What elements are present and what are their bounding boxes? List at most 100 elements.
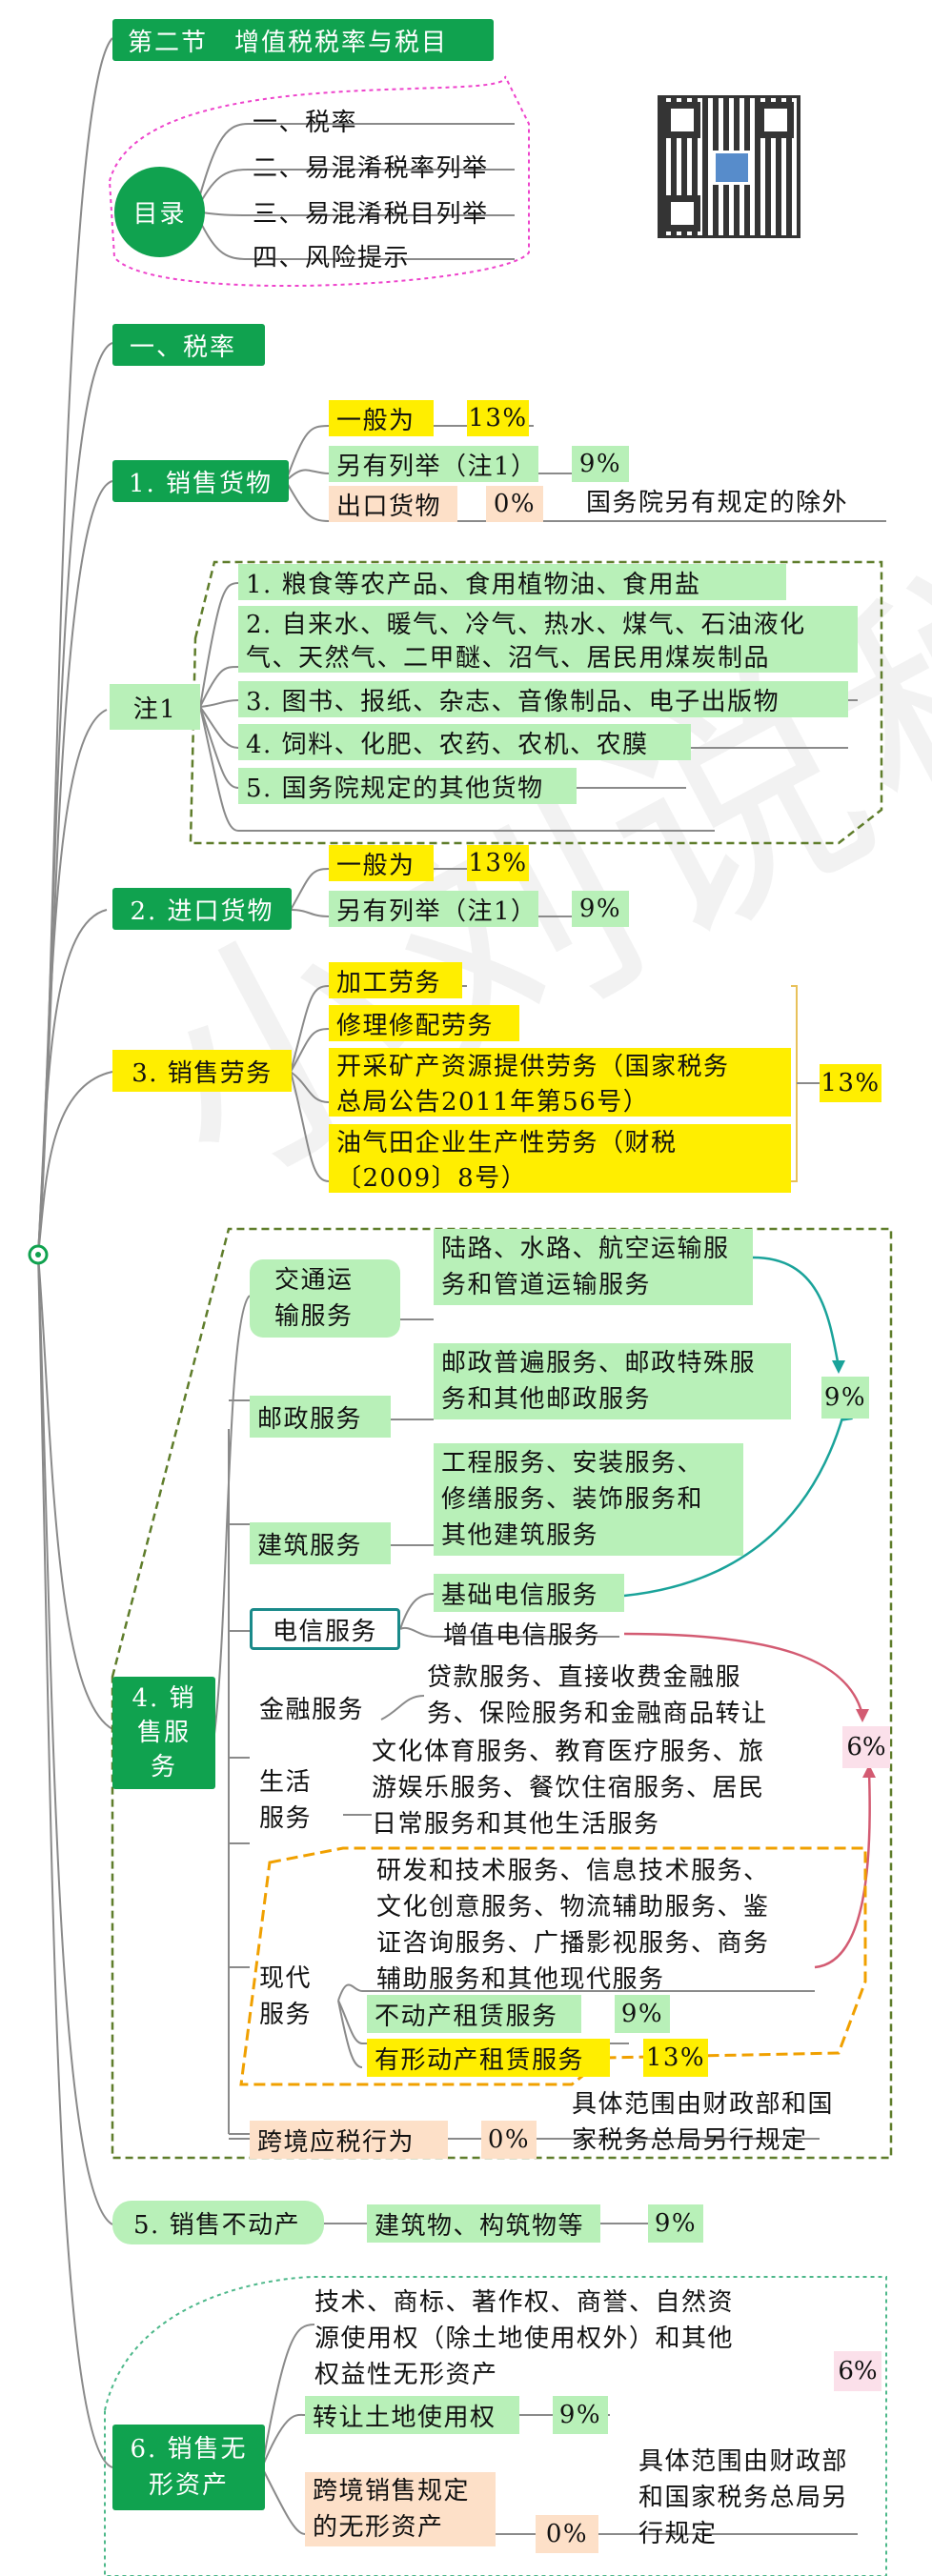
construction-desc-3: 其他建筑服务: [441, 1521, 599, 1550]
postal-desc-1: 邮政普遍服务、邮政特殊服: [441, 1349, 757, 1378]
life-label-2: 服务: [259, 1804, 313, 1833]
cross-border-node: 跨境应税行为: [250, 2121, 448, 2159]
labor-node: 3. 销售劳务: [112, 1050, 292, 1092]
intangible-label-1: 6. 销售无: [130, 2435, 248, 2464]
imports-general-rate: 13%: [467, 845, 529, 881]
goods-export: 出口货物: [329, 486, 457, 522]
construction-desc-1: 工程服务、安装服务、: [441, 1449, 704, 1478]
labor-mining-line1: 开采矿产资源提供劳务（国家税务: [336, 1053, 730, 1081]
postal-desc: 邮政普遍服务、邮政特殊服 务和其他邮政服务: [434, 1343, 791, 1419]
rate-6-node: 6%: [842, 1726, 890, 1768]
postal-desc-2: 务和其他邮政服务: [441, 1385, 652, 1414]
intangible-node: 6. 销售无 形资产: [112, 2425, 265, 2510]
transport-desc-2: 务和管道运输服务: [441, 1271, 652, 1299]
services-label-1: 4. 销: [132, 1684, 196, 1713]
modern-desc-4: 辅助服务和其他现代服务: [376, 1965, 665, 1994]
life-node: 生活 服务: [259, 1764, 312, 1837]
modern-desc-1: 研发和技术服务、信息技术服务、: [376, 1857, 770, 1885]
transport-desc: 陆路、水路、航空运输服 务和管道运输服务: [434, 1229, 753, 1305]
labor-repair: 修理修配劳务: [329, 1005, 519, 1041]
labor-oil: 油气田企业生产性劳务（财税 〔2009〕8号）: [329, 1124, 791, 1193]
tangible-lease-rate: 13%: [643, 2039, 708, 2077]
note1-node: 注1: [110, 684, 200, 730]
realestate-lease-rate: 9%: [615, 1995, 670, 2033]
rate-9-node: 9%: [821, 1377, 869, 1419]
goods-other: 另有列举（注1）: [329, 446, 538, 482]
intangible-rate-6: 6%: [834, 2351, 881, 2391]
transport-desc-1: 陆路、水路、航空运输服: [441, 1235, 730, 1263]
goods-node: 1. 销售货物: [112, 460, 289, 502]
goods-other-rate: 9%: [572, 446, 629, 482]
cross-intangible: 跨境销售规定 的无形资产: [305, 2472, 496, 2546]
modern-desc-2: 文化创意服务、物流辅助服务、鉴: [376, 1893, 770, 1922]
land-use-right: 转让土地使用权: [305, 2396, 519, 2434]
cross-border-note: 具体范围由财政部和国 家税务总局另行规定: [572, 2086, 834, 2159]
note1-item-1: 1. 粮食等农产品、食用植物油、食用盐: [238, 564, 786, 600]
toc-item-4[interactable]: 四、风险提示: [253, 244, 411, 272]
goods-export-note: 国务院另有规定的除外: [586, 489, 849, 517]
modern-node: 现代 服务: [259, 1961, 312, 2033]
imports-node: 2. 进口货物: [112, 888, 292, 930]
note1-item-4: 4. 饲料、化肥、农药、农机、农膜: [238, 724, 691, 760]
realestate-rate: 9%: [648, 2204, 703, 2243]
note1-item-3: 3. 图书、报纸、杂志、音像制品、电子出版物: [238, 681, 848, 717]
toc-item-3[interactable]: 三、易混淆税目列举: [253, 200, 489, 229]
goods-export-rate: 0%: [486, 486, 543, 522]
transport-node: 交通运 输服务: [250, 1259, 400, 1338]
intangible-desc: 技术、商标、著作权、商誉、自然资 源使用权（除土地使用权外）和其他 权益性无形资…: [314, 2284, 734, 2393]
goods-general: 一般为: [329, 400, 434, 436]
services-label-2: 售服: [136, 1719, 191, 1747]
modern-desc-3: 证咨询服务、广播影视服务、商务: [376, 1929, 770, 1958]
realestate-item: 建筑物、构筑物等: [367, 2204, 600, 2243]
note1-item-5: 5. 国务院规定的其他货物: [238, 768, 577, 804]
life-label-1: 生活: [259, 1768, 313, 1797]
cross-intangible-2: 的无形资产: [313, 2513, 444, 2542]
imports-other-rate: 9%: [572, 891, 629, 927]
life-desc: 文化体育服务、教育医疗服务、旅 游娱乐服务、餐饮住宿服务、居民 日常服务和其他生…: [372, 1734, 765, 1842]
telecom-node: 电信服务: [250, 1608, 400, 1650]
cross-intangible-rate: 0%: [536, 2515, 598, 2553]
life-desc-1: 文化体育服务、教育医疗服务、旅: [372, 1738, 765, 1766]
postal-node: 邮政服务: [250, 1396, 391, 1438]
realestate-node: 5. 销售不动产: [112, 2201, 324, 2244]
transport-label-2: 输服务: [274, 1302, 354, 1331]
cross-intangible-note-1: 具体范围由财政部: [638, 2447, 849, 2476]
goods-general-rate: 13%: [467, 400, 529, 436]
labor-oil-line1: 油气田企业生产性劳务（财税: [336, 1129, 678, 1157]
construction-desc-2: 修缮服务、装饰服务和: [441, 1485, 704, 1514]
toc-item-1[interactable]: 一、税率: [253, 109, 358, 137]
finance-desc-2: 务、保险服务和金融商品转让: [427, 1700, 768, 1728]
note1-item-2a: 2. 自来水、暖气、冷气、热水、煤气、石油液化: [238, 606, 858, 639]
toc-circle: 目录: [114, 167, 205, 257]
labor-processing: 加工劳务: [329, 962, 462, 998]
construction-desc: 工程服务、安装服务、 修缮服务、装饰服务和 其他建筑服务: [434, 1443, 743, 1556]
toc-item-2[interactable]: 二、易混淆税率列举: [253, 154, 489, 183]
finance-node: 金融服务: [259, 1696, 365, 1724]
tangible-lease: 有形动产租赁服务: [367, 2039, 610, 2077]
life-desc-2: 游娱乐服务、餐饮住宿服务、居民: [372, 1774, 765, 1802]
cross-border-note-1: 具体范围由财政部和国: [572, 2090, 835, 2119]
cross-border-note-2: 家税务总局另行规定: [572, 2126, 808, 2155]
land-use-right-rate: 9%: [553, 2396, 608, 2434]
finance-desc: 贷款服务、直接收费金融服 务、保险服务和金融商品转让: [427, 1660, 768, 1732]
modern-desc: 研发和技术服务、信息技术服务、 文化创意服务、物流辅助服务、鉴 证咨询服务、广播…: [376, 1853, 770, 1998]
intangible-label-2: 形资产: [148, 2471, 229, 2500]
labor-oil-line2: 〔2009〕8号）: [336, 1164, 528, 1193]
labor-mining: 开采矿产资源提供劳务（国家税务 总局公告2011年第56号）: [329, 1048, 791, 1117]
telecom-value-added: 增值电信服务: [443, 1621, 601, 1650]
modern-label-2: 服务: [259, 2001, 313, 2029]
note1-item-2b: 气、天然气、二甲醚、沼气、居民用煤炭制品: [238, 638, 858, 673]
imports-other: 另有列举（注1）: [329, 891, 538, 927]
services-label-3: 务: [150, 1753, 177, 1781]
telecom-basic: 基础电信服务: [434, 1574, 624, 1612]
intangible-desc-2: 源使用权（除土地使用权外）和其他: [314, 2324, 735, 2353]
cross-intangible-note: 具体范围由财政部 和国家税务总局另 行规定: [638, 2444, 848, 2552]
page-title: 第二节 增值税税率与税目: [112, 19, 494, 61]
cross-intangible-1: 跨境销售规定: [313, 2477, 471, 2506]
qr-code-icon: [658, 95, 800, 238]
life-desc-3: 日常服务和其他生活服务: [372, 1810, 660, 1839]
intangible-desc-1: 技术、商标、著作权、商誉、自然资: [314, 2288, 735, 2317]
section-tax-rate: 一、税率: [112, 324, 265, 366]
modern-label-1: 现代: [259, 1964, 313, 1993]
labor-mining-line2: 总局公告2011年第56号）: [336, 1088, 650, 1117]
